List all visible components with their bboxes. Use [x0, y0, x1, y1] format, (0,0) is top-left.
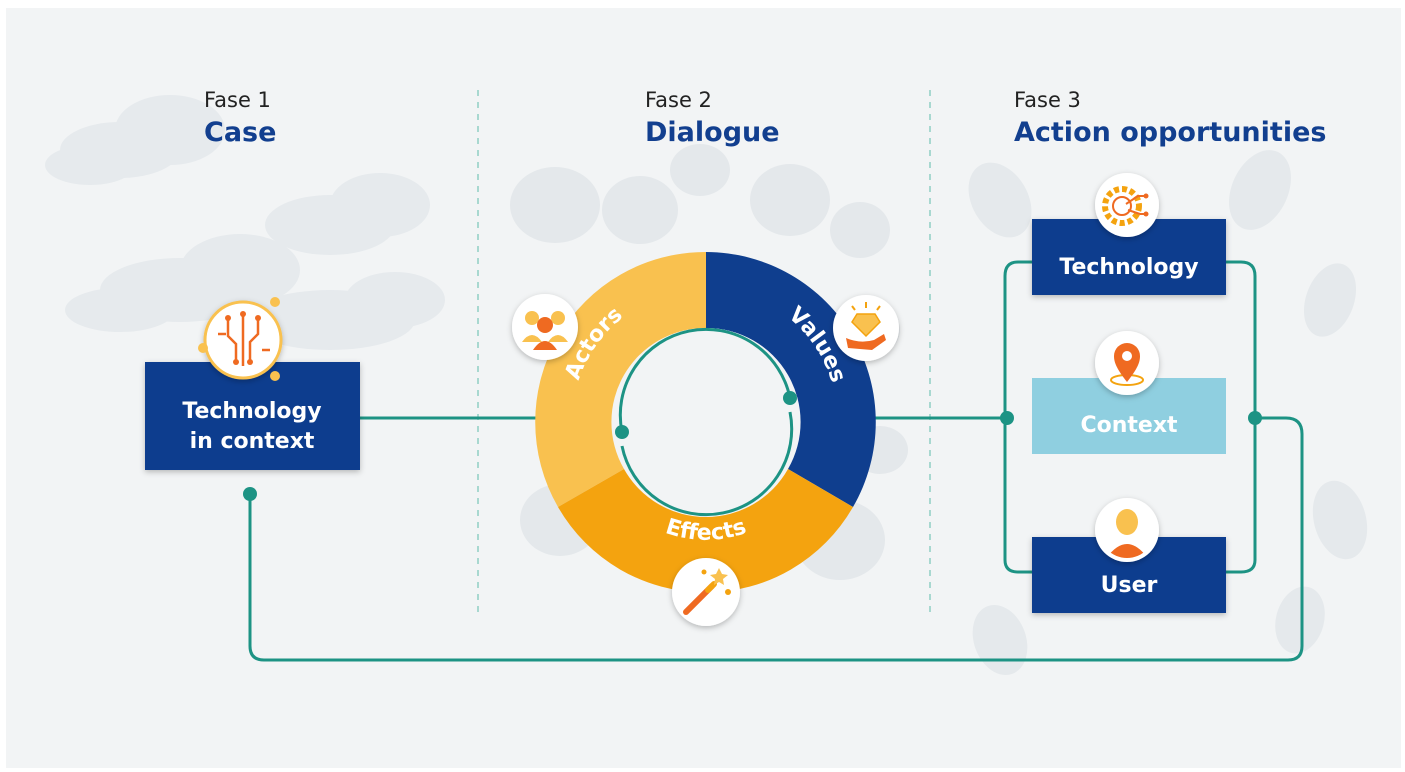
user-icon [1095, 498, 1159, 562]
action-label-user: User [1101, 573, 1158, 598]
people-icon [512, 294, 578, 360]
dialogue-cycle [535, 251, 876, 593]
segment-actors [535, 251, 706, 507]
case-box-line2: in context [190, 429, 315, 454]
phase-2-title: Dialogue [645, 117, 780, 148]
hand-decoration [968, 150, 1368, 675]
circuit-icon [198, 297, 283, 381]
case-box-line1: Technology [182, 399, 321, 424]
gear-circuit-icon [1095, 173, 1159, 237]
segment-effects [558, 469, 853, 593]
phase-2-label: Fase 2 [645, 88, 712, 112]
action-label-context: Context [1080, 413, 1178, 438]
case-box [145, 362, 360, 470]
action-label-technology: Technology [1059, 255, 1198, 280]
phase-1-label: Fase 1 [204, 88, 271, 112]
cloud-decoration [45, 95, 445, 350]
magic-wand-icon [672, 558, 740, 626]
phase-1-title: Case [204, 117, 277, 148]
diamond-hand-icon [833, 295, 899, 361]
connector-dots [243, 391, 1262, 501]
phase-3-title: Action opportunities [1014, 117, 1327, 148]
segment-values [706, 252, 876, 507]
phase-3-label: Fase 3 [1014, 88, 1081, 112]
location-pin-icon [1095, 331, 1159, 395]
